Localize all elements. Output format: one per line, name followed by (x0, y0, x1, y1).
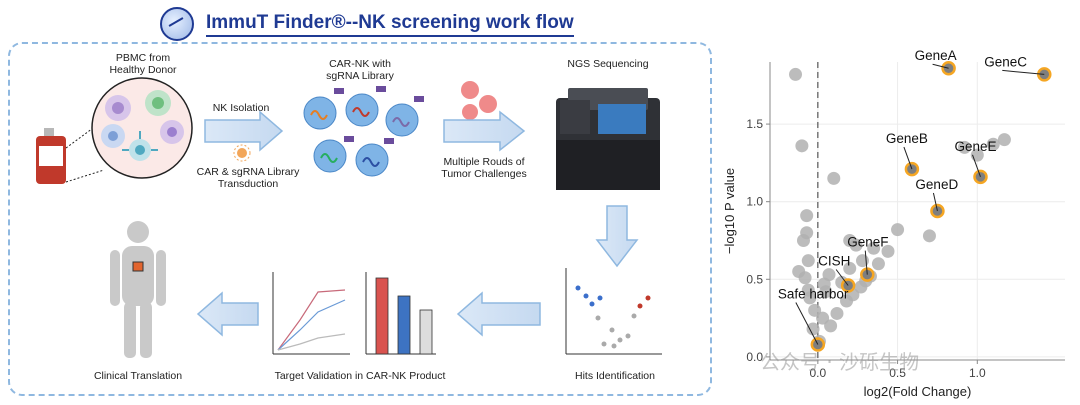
y-tick-label: 1.5 (746, 117, 763, 131)
car-nk-label: CAR-NK with sgRNA Library (305, 58, 415, 82)
car-nk-cells-icon (303, 86, 424, 177)
gene-label: GeneA (915, 50, 957, 63)
label-leader-line (795, 302, 819, 345)
gene-label: Safe harbor (778, 286, 849, 301)
label-leader-line (972, 154, 981, 178)
gene-label: GeneF (847, 235, 888, 250)
transduction-label: CAR & sgRNA Library Transduction (188, 166, 308, 190)
data-point (867, 241, 881, 255)
tumor-cells-icon (461, 81, 497, 120)
tumor-challenge-line2: Tumor Challenges (441, 168, 527, 180)
y-tick-label: 1.0 (746, 195, 763, 209)
title-bar: ImmuT Finder®--NK screening work flow (160, 4, 574, 44)
gene-label: CISH (818, 254, 850, 269)
gene-label: GeneD (915, 177, 958, 192)
label-leader-line (932, 63, 949, 69)
label-leader-line (864, 250, 868, 275)
x-tick-label: 0.0 (809, 366, 826, 380)
x-tick-label: 0.5 (889, 366, 906, 380)
data-point (806, 322, 820, 336)
highlight-points: GeneA GeneC GeneB GeneE GeneD GeneF CISH Safe h… (778, 50, 1052, 352)
gene-label: GeneB (886, 131, 928, 146)
nk-isolation-label: NK Isolation (212, 102, 270, 114)
arrow-left-clinical (196, 291, 259, 337)
tumor-challenge-line1: Multiple Rouds of (443, 156, 525, 168)
validation-line-chart-icon (272, 272, 350, 355)
virus-icon (233, 144, 251, 162)
zoom-line-bottom (65, 169, 105, 183)
sequencer-icon (556, 88, 660, 190)
pbmc-label: PBMC from Healthy Donor (88, 52, 198, 76)
data-point (843, 233, 857, 247)
gene-label: GeneC (984, 54, 1027, 69)
tumor-challenge-label: Multiple Rouds of Tumor Challenges (428, 156, 540, 180)
validation-bar-chart-icon (365, 272, 436, 355)
workflow-panel (8, 42, 712, 396)
data-point (798, 271, 812, 285)
highlight-point (904, 161, 920, 177)
car-nk-label-line1: CAR-NK with (329, 58, 391, 70)
data-point (796, 233, 810, 247)
data-point (958, 140, 972, 154)
clinical-label: Clinical Translation (93, 370, 183, 382)
label-leader-line (835, 269, 849, 286)
pbmc-circle-icon (91, 77, 193, 179)
transduction-label-line1: CAR & sgRNA Library (196, 166, 300, 178)
data-point (808, 303, 822, 317)
highlight-point (941, 60, 956, 76)
workflow-diagram (36, 77, 662, 358)
transduction-label-line2: Transduction (217, 178, 279, 190)
data-point (830, 306, 844, 320)
data-point (843, 261, 857, 275)
immut-logo-icon (160, 7, 194, 41)
data-point (871, 257, 885, 271)
validation-label: Target Validation in CAR-NK Product (274, 370, 446, 382)
data-point (827, 171, 841, 185)
y-tick-label: 0.5 (746, 272, 763, 286)
data-point (855, 254, 869, 268)
arrow-left-validation (456, 291, 541, 337)
data-point (986, 137, 1000, 151)
plot-axes: 0.0 0.5 1.0 0.0 0.5 1.0 1.5 (746, 62, 1065, 380)
y-tick-label: 0.0 (746, 350, 763, 364)
highlight-point (840, 278, 856, 293)
y-axis-label: −log10 P value (722, 168, 737, 254)
hits-label: Hits Identification (575, 370, 655, 382)
page-title: ImmuT Finder®--NK screening work flow (206, 12, 574, 37)
data-point (800, 209, 814, 223)
ngs-label: NGS Sequencing (567, 58, 649, 70)
data-point (824, 319, 838, 333)
data-point (816, 311, 830, 325)
volcano-plot: GeneA GeneC GeneB GeneE GeneD GeneF CISH Safe h… (722, 50, 1065, 399)
human-body-icon (110, 221, 166, 358)
label-leader-line (932, 192, 938, 212)
blood-bag-icon (36, 128, 66, 184)
watermark: 公众号 · 沙砾生物 (760, 350, 920, 374)
gene-label: GeneE (954, 139, 996, 154)
pbmc-label-line2: Healthy Donor (109, 64, 177, 76)
arrow-nk-isolation (204, 110, 284, 152)
label-leader-line (1002, 69, 1045, 75)
data-point (801, 254, 815, 268)
label-leader-line (903, 146, 913, 170)
arrow-down (595, 205, 639, 268)
hits-plot-icon (565, 268, 662, 355)
arrow-tumor-challenge (443, 110, 526, 152)
x-tick-label: 1.0 (969, 366, 986, 380)
pbmc-label-line1: PBMC from (115, 52, 171, 64)
data-point (891, 223, 905, 237)
x-axis-label: log2(Fold Change) (864, 384, 972, 399)
data-point (922, 229, 936, 243)
data-point (789, 67, 803, 81)
data-point (881, 244, 895, 258)
data-point (819, 285, 833, 299)
car-nk-label-line2: sgRNA Library (326, 70, 394, 82)
data-point (997, 133, 1011, 147)
data-point (803, 291, 817, 305)
data-point (795, 139, 809, 153)
